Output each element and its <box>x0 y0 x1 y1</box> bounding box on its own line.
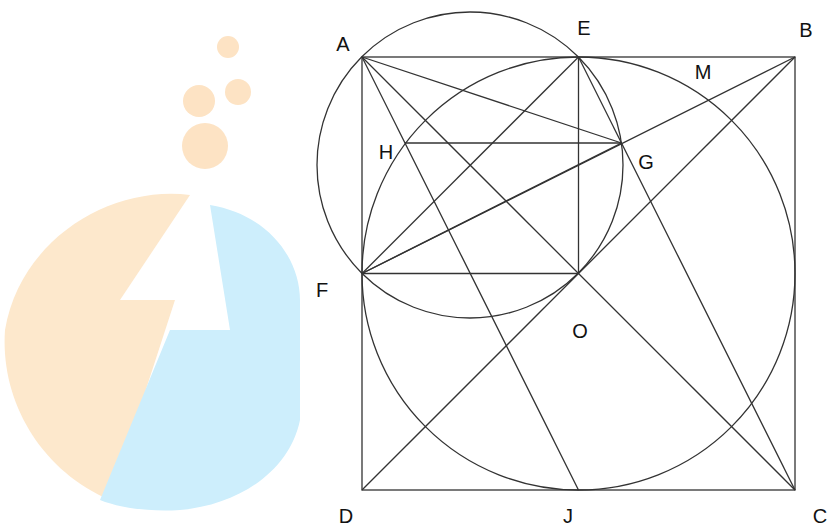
point-label: E <box>576 17 591 39</box>
segment-ag <box>362 57 622 143</box>
logo-shape <box>100 205 300 511</box>
segment-fo <box>362 273 579 274</box>
segment-hg <box>405 142 622 143</box>
segment-fe <box>362 57 579 274</box>
point-label: B <box>798 19 813 41</box>
segment-aj <box>362 57 579 490</box>
point-label: O <box>571 320 589 342</box>
segment-eo <box>578 57 579 274</box>
point-label: D <box>338 505 354 527</box>
segment-ec <box>579 57 796 490</box>
point-label: A <box>335 33 350 55</box>
inscribed-circle <box>362 57 795 490</box>
point-label: H <box>378 141 394 163</box>
segment-fg <box>362 143 622 274</box>
logo-dot <box>182 123 228 169</box>
watermark-logo <box>5 36 300 511</box>
segment-fb <box>362 57 795 274</box>
square <box>362 57 795 490</box>
point-label: C <box>812 505 828 527</box>
logo-dot <box>217 36 239 58</box>
diagonal-bd <box>362 57 795 490</box>
point-label: F <box>315 279 329 301</box>
logo-dot <box>183 85 215 117</box>
point-label: M <box>694 61 713 83</box>
logo-dot <box>225 79 251 105</box>
figure-lines <box>317 12 795 490</box>
diagonal-ac <box>362 57 795 490</box>
point-label: J <box>562 505 574 527</box>
point-label: G <box>637 151 655 173</box>
